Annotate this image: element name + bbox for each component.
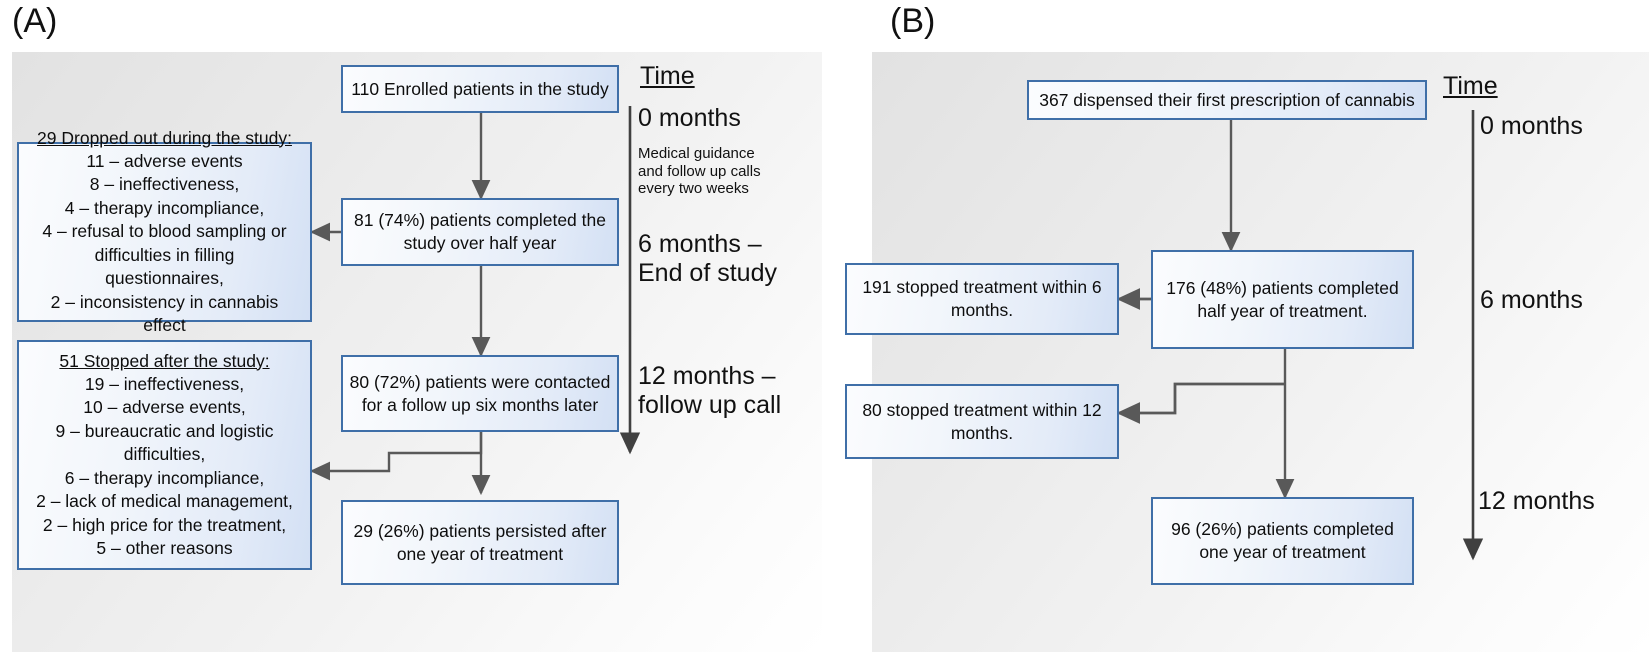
box-a-dropped-out-item-0: 11 – adverse events	[86, 150, 243, 171]
box-a-dropped-out-item-7: effect	[143, 315, 186, 336]
panel-b-label: (B)	[890, 2, 936, 40]
box-a-contacted-followup-text: 80 (72%) patients were contacted for a f…	[349, 371, 611, 415]
box-b-stopped-12-months-text: 80 stopped treatment within 12 months.	[862, 399, 1102, 443]
panel-b-time-title: Time	[1443, 72, 1498, 100]
box-b-completed-half-year-text: 176 (48%) patients completed half year o…	[1166, 277, 1399, 321]
box-a-stopped-item-5: 2 – lack of medical management,	[36, 491, 293, 512]
box-a-contacted-followup: 80 (72%) patients were contacted for a f…	[341, 355, 619, 432]
box-a-completed-half-year-text: 81 (74%) patients completed the study ov…	[354, 210, 606, 253]
box-a-persisted: 29 (26%) patients persisted after one ye…	[341, 500, 619, 585]
box-a-dropped-out-item-1: 8 – ineffectiveness,	[89, 174, 240, 195]
box-a-dropped-out-title: 29 Dropped out during the study:	[37, 127, 292, 148]
box-a-dropped-out-item-3: 4 – refusal to blood sampling or	[42, 221, 287, 242]
box-a-stopped-item-2: 9 – bureaucratic and logistic	[55, 420, 274, 441]
box-a-completed-half-year: 81 (74%) patients completed the study ov…	[341, 198, 619, 266]
box-a-stopped-item-0: 19 – ineffectiveness,	[84, 373, 245, 394]
panel-b-time-0-months: 0 months	[1480, 112, 1583, 140]
panel-a-label: (A)	[12, 2, 58, 40]
box-a-stopped-after-study-content: 51 Stopped after the study: 19 – ineffec…	[25, 350, 304, 561]
panel-b-time-6-months: 6 months	[1480, 286, 1583, 314]
box-b-completed-half-year: 176 (48%) patients completed half year o…	[1151, 250, 1414, 349]
panel-a-time-title: Time	[640, 62, 695, 90]
box-a-stopped-after-study: 51 Stopped after the study: 19 – ineffec…	[17, 340, 312, 570]
box-b-stopped-12-months: 80 stopped treatment within 12 months.	[845, 384, 1119, 459]
box-b-completed-one-year-text: 96 (26%) patients completed one year of …	[1171, 519, 1394, 562]
box-a-enrolled-text: 110 Enrolled patients in the study	[351, 78, 609, 99]
box-a-stopped-title: 51 Stopped after the study:	[59, 350, 270, 371]
panel-a-time-note: Medical guidance and follow up calls eve…	[638, 145, 761, 198]
box-b-stopped-6-months-text: 191 stopped treatment within 6 months.	[862, 277, 1102, 320]
box-a-dropped-out-content: 29 Dropped out during the study: 11 – ad…	[25, 127, 304, 338]
box-b-stopped-6-months: 191 stopped treatment within 6 months.	[845, 263, 1119, 335]
box-a-stopped-item-4: 6 – therapy incompliance,	[64, 467, 265, 488]
box-a-stopped-item-6: 2 – high price for the treatment,	[42, 514, 287, 535]
box-a-dropped-out-item-2: 4 – therapy incompliance,	[64, 197, 265, 218]
box-a-dropped-out-item-6: 2 – inconsistency in cannabis	[50, 291, 279, 312]
box-b-dispensed-text: 367 dispensed their first prescription o…	[1039, 89, 1415, 110]
box-a-stopped-item-3: difficulties,	[123, 444, 206, 465]
box-a-stopped-item-1: 10 – adverse events,	[83, 397, 246, 418]
box-a-enrolled: 110 Enrolled patients in the study	[341, 65, 619, 113]
box-a-dropped-out-item-5: questionnaires,	[105, 268, 224, 289]
panel-a-time-0-months: 0 months	[638, 104, 741, 132]
panel-a-time-12-months: 12 months – follow up call	[638, 362, 782, 419]
box-b-dispensed: 367 dispensed their first prescription o…	[1027, 80, 1427, 120]
box-b-completed-one-year: 96 (26%) patients completed one year of …	[1151, 497, 1414, 585]
panel-a-time-6-months: 6 months – End of study	[638, 230, 777, 287]
box-a-dropped-out-item-4: difficulties in filling	[94, 244, 235, 265]
box-a-stopped-item-7: 5 – other reasons	[96, 538, 233, 559]
box-a-dropped-out: 29 Dropped out during the study: 11 – ad…	[17, 128, 312, 335]
panel-b-time-12-months: 12 months	[1478, 487, 1595, 515]
box-a-persisted-text: 29 (26%) patients persisted after one ye…	[353, 520, 607, 564]
